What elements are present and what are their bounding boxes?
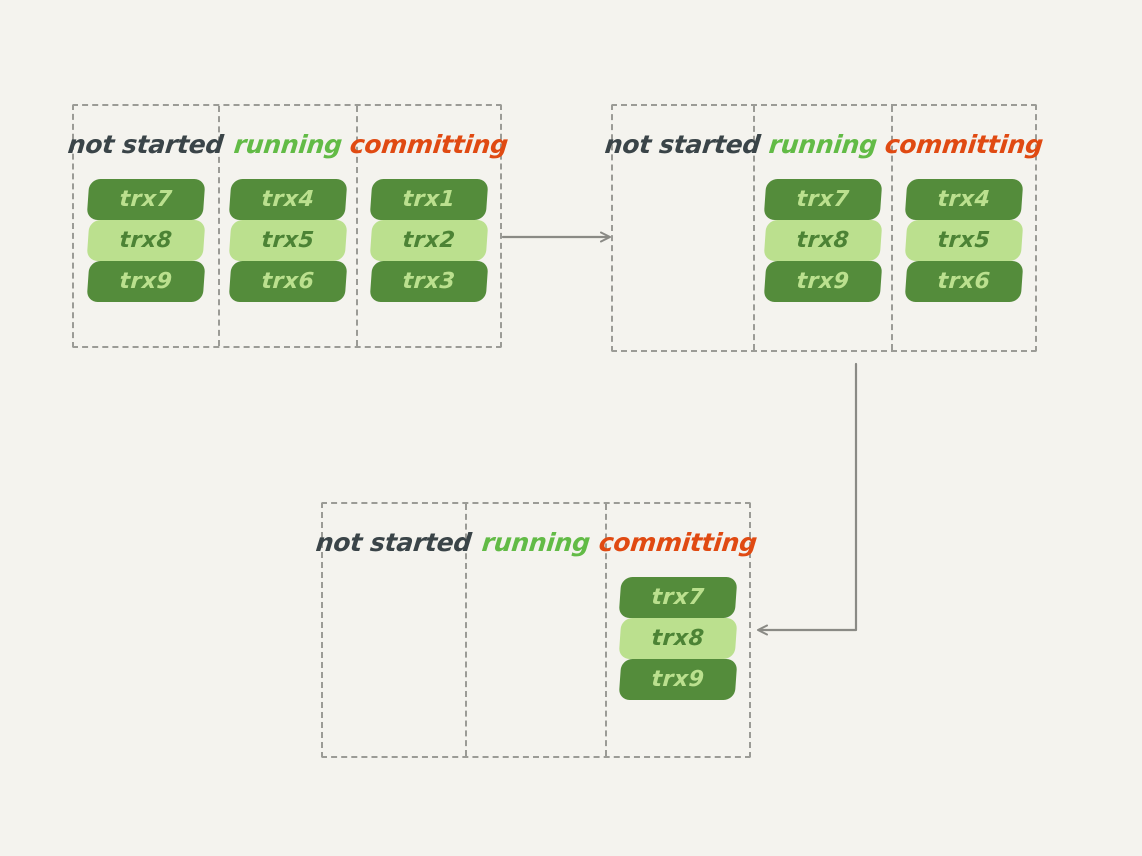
column-title: running [232, 130, 344, 159]
transaction-pill[interactable]: trx4 [228, 179, 348, 220]
transaction-pill[interactable]: trx1 [369, 179, 489, 220]
state-group-1: not started trx7 trx8 trx9 running trx4 … [67, 104, 509, 348]
transaction-pill[interactable]: trx4 [904, 179, 1024, 220]
transaction-pill[interactable]: trx8 [618, 618, 738, 659]
transaction-pill[interactable]: trx5 [904, 220, 1024, 261]
transaction-pill[interactable]: trx7 [86, 179, 206, 220]
transaction-pill[interactable]: trx8 [763, 220, 883, 261]
state-group-2: not started running trx7 trx8 trx9 commi… [604, 104, 1044, 352]
transaction-pill[interactable]: trx2 [369, 220, 489, 261]
transaction-pill[interactable]: trx5 [228, 220, 348, 261]
column-title: committing [883, 130, 1045, 159]
arrow-group2-to-group3 [757, 362, 858, 636]
transaction-pill[interactable]: trx9 [86, 261, 206, 302]
pill-stack: trx1 trx2 trx3 [369, 179, 489, 302]
transaction-pill[interactable]: trx7 [763, 179, 883, 220]
transaction-pill[interactable]: trx9 [618, 659, 738, 700]
column-title: not started [314, 528, 474, 557]
pill-stack: trx4 trx5 trx6 [228, 179, 348, 302]
state-column-running: running [467, 504, 607, 756]
pill-stack: trx7 trx8 trx9 [618, 577, 738, 700]
transaction-pill[interactable]: trx3 [369, 261, 489, 302]
state-column-committing: committing trx1 trx2 trx3 [349, 106, 509, 346]
column-title: running [480, 528, 592, 557]
column-title: running [767, 130, 879, 159]
state-column-not-started: not started [315, 504, 473, 756]
state-column-committing: committing trx4 trx5 trx6 [884, 106, 1044, 350]
column-title: not started [66, 130, 226, 159]
pill-stack: trx7 trx8 trx9 [763, 179, 883, 302]
transaction-pill[interactable]: trx7 [618, 577, 738, 618]
state-column-not-started: not started [604, 106, 762, 350]
column-title: not started [603, 130, 763, 159]
pill-stack: trx4 trx5 trx6 [904, 179, 1024, 302]
state-column-running: running trx7 trx8 trx9 [755, 106, 893, 350]
column-title: committing [348, 130, 510, 159]
pill-stack: trx7 trx8 trx9 [86, 179, 206, 302]
state-column-committing: committing trx7 trx8 trx9 [598, 504, 758, 756]
column-title: committing [597, 528, 759, 557]
state-column-not-started: not started trx7 trx8 trx9 [67, 106, 225, 346]
state-column-running: running trx4 trx5 trx6 [220, 106, 358, 346]
transaction-pill[interactable]: trx9 [763, 261, 883, 302]
transaction-pill[interactable]: trx6 [904, 261, 1024, 302]
state-group-3: not started running committing trx7 trx8… [315, 502, 758, 758]
transaction-pill[interactable]: trx8 [86, 220, 206, 261]
transaction-pill[interactable]: trx6 [228, 261, 348, 302]
